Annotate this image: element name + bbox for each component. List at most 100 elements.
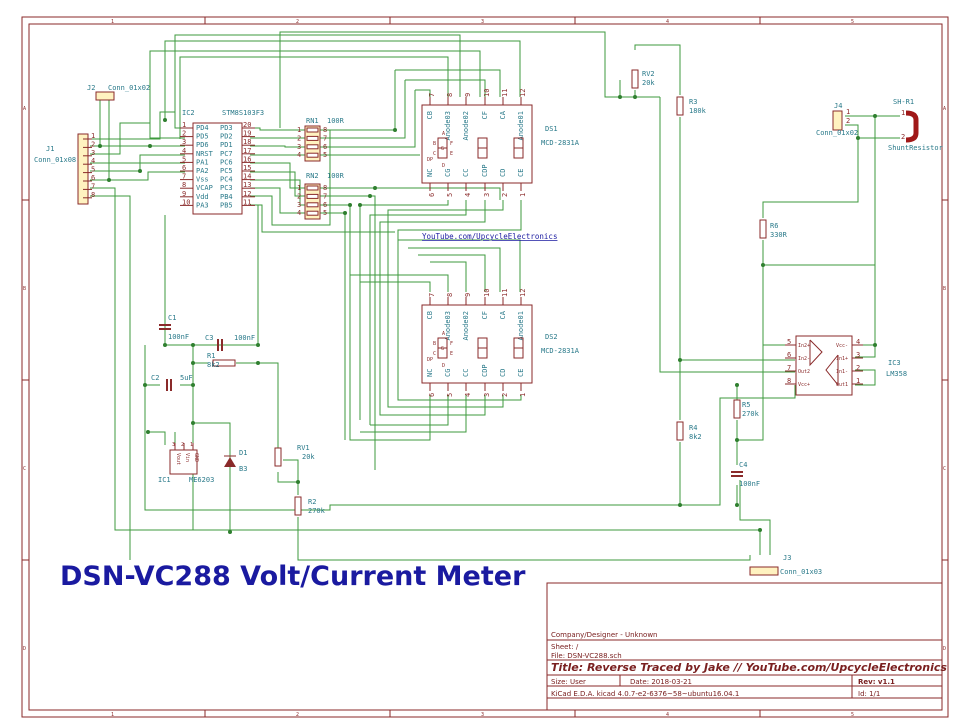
j2-value: Conn_01x02: [108, 84, 150, 92]
ds1-pin-number: 7: [428, 93, 436, 97]
j1-pin-number: 5: [91, 166, 95, 174]
j1-pin-number: 6: [91, 174, 95, 182]
ds2-pin-number: 12: [519, 289, 527, 297]
ic2-pin-number: 13: [243, 181, 251, 189]
j1-pin-number: 4: [91, 157, 95, 165]
connector-j3[interactable]: J3 Conn_01x03: [749, 554, 822, 576]
r6-value: 330R: [770, 231, 788, 239]
resistor-r5[interactable]: [733, 399, 741, 419]
ds1-pin-number: 5: [446, 193, 454, 197]
ds1-pin-number: 1: [519, 193, 527, 197]
ds2-pin-number: 6: [428, 393, 436, 397]
ds2-ref: DS2: [545, 333, 558, 341]
shunt-resistor[interactable]: SH-R1 ShuntResistor 1 2: [888, 98, 943, 152]
junction-dot: [393, 128, 397, 132]
j4-pin-1: 1: [846, 108, 850, 116]
c3-value: 100nF: [234, 334, 255, 342]
resistor-r3[interactable]: [676, 96, 684, 116]
ds1-pin-name: CDP: [481, 164, 489, 177]
resistor-r6[interactable]: [759, 219, 767, 239]
ds1-pin-number: 10: [483, 89, 491, 97]
junction-dot: [256, 343, 260, 347]
ds1-pin-number: 4: [464, 193, 472, 197]
j3-ref: J3: [783, 554, 791, 562]
rn1-pin-number: 5: [323, 151, 327, 159]
ic2-pin-name: PA3: [196, 201, 209, 209]
c1-value: 100nF: [168, 333, 189, 341]
tb-title: Title: Reverse Traced by Jake // YouTube…: [551, 661, 947, 674]
ds2-pin-number: 2: [501, 393, 509, 397]
rn1-pin-number: 1: [297, 126, 301, 134]
ds1-value: MCD-2831A: [541, 139, 580, 147]
potentiometer-rv2[interactable]: [631, 69, 639, 89]
junction-dot: [735, 438, 739, 442]
row-label-right: B: [943, 286, 946, 292]
ic1-pin-name: GND: [193, 453, 199, 462]
ds1-pin-name: CC: [462, 169, 470, 177]
ds1-ref: DS1: [545, 125, 558, 133]
connector-j2[interactable]: J2 Conn_01x02: [87, 84, 150, 101]
ds1-pin-number: 12: [519, 89, 527, 97]
junction-dot: [163, 343, 167, 347]
resistor-r1[interactable]: [212, 359, 236, 367]
junction-dot: [148, 144, 152, 148]
c3-ref: C3: [205, 334, 213, 342]
column-label-bottom: 2: [296, 712, 299, 718]
ic3-pin-number: 3: [856, 351, 860, 359]
ic1-pin-number: 2: [181, 442, 184, 448]
ic2-pin-name: PC5: [220, 167, 233, 175]
resistor-r4[interactable]: [676, 421, 684, 441]
junction-dot: [761, 263, 765, 267]
ds1-pin-name: CE: [517, 169, 525, 177]
ds2-segment-label: D: [442, 363, 445, 369]
row-label-right: D: [943, 646, 946, 652]
j1-pin-number: 8: [91, 191, 95, 199]
r6-ref: R6: [770, 222, 778, 230]
ds1-segment-label: C: [433, 151, 436, 157]
d1-ref: D1: [239, 449, 247, 457]
ds2-pin-name: CB: [426, 311, 434, 319]
rn1-pin-number: 2: [297, 134, 301, 142]
ic2-pin-number: 8: [182, 181, 186, 189]
r5-value: 270k: [742, 410, 760, 418]
display-ds2[interactable]: 7CB8Anode039Anode0210CF11CA12Anode016NC5…: [421, 289, 580, 397]
display-ds1[interactable]: 7CB8Anode039Anode0210CF11CA12Anode016NC5…: [421, 89, 580, 197]
ds1-pin-number: 11: [501, 89, 509, 97]
junction-dot: [856, 136, 860, 140]
ic1-ref: IC1: [158, 476, 171, 484]
ic2-pin-name: PD3: [220, 124, 233, 132]
rn2-value: 100R: [327, 172, 345, 180]
ic1-pin-number: 3: [172, 442, 175, 448]
ds1-pin-number: 8: [446, 93, 454, 97]
ds2-segment-label: C: [433, 351, 436, 357]
diode-d1[interactable]: D1 B3: [224, 449, 247, 473]
connector-j4[interactable]: J4 Conn_01x02 1 2: [816, 102, 858, 137]
ds2-pin-number: 8: [446, 293, 454, 297]
rn2-pin-number: 5: [323, 209, 327, 217]
ds2-value: MCD-2831A: [541, 347, 580, 355]
ic2-pin-name: PD4: [196, 124, 209, 132]
potentiometer-rv1[interactable]: [274, 447, 282, 467]
ds1-pin-name: CF: [481, 111, 489, 119]
ds2-segment-label: G: [441, 346, 444, 352]
r3-value: 180k: [689, 107, 707, 115]
ic3-pin-number: 4: [856, 338, 860, 346]
ic2-pin-number: 11: [243, 198, 251, 206]
youtube-link-label[interactable]: YouTube.com/UpcycleElectronics: [422, 232, 557, 241]
junction-dot: [358, 203, 362, 207]
rn2-pin-number: 4: [297, 209, 301, 217]
ds2-pin-name: CD: [499, 369, 507, 377]
resistor-r2[interactable]: [294, 496, 302, 516]
ic2-pin-number: 16: [243, 155, 251, 163]
column-label-bottom: 3: [481, 712, 484, 718]
ds1-segment-label: E: [450, 151, 453, 157]
j2-ref: J2: [87, 84, 95, 92]
shunt-value: ShuntResistor: [888, 144, 943, 152]
